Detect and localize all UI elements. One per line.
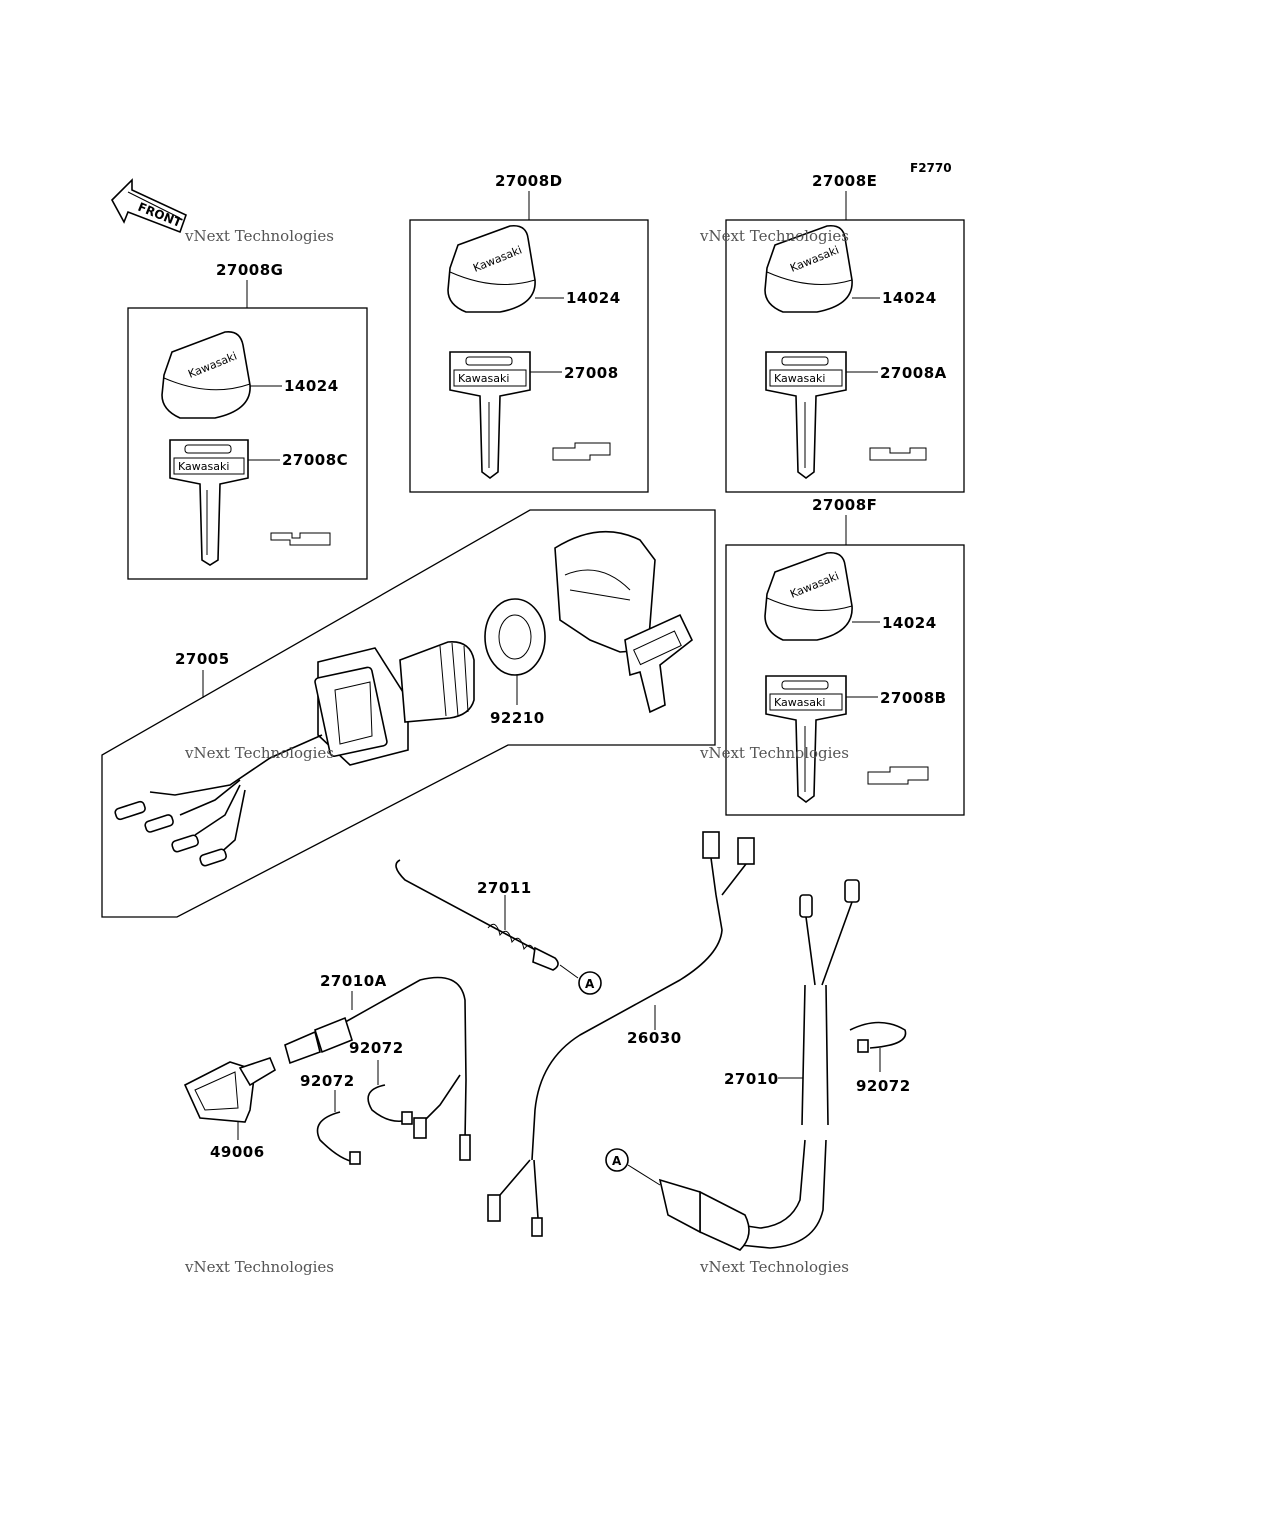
label-27005: 27005 xyxy=(175,650,230,668)
key-icon: Kawasaki xyxy=(765,675,847,803)
label-27010A: 27010A xyxy=(320,972,387,990)
front-arrow-icon: FRONT xyxy=(111,178,187,234)
brand-text: Kawasaki xyxy=(458,372,509,385)
label-27008B: 27008B xyxy=(880,689,947,707)
figure-code: F2770 xyxy=(910,161,952,175)
band-92072-mid xyxy=(367,1060,413,1125)
key-cap-icon: Kawasaki xyxy=(161,330,251,419)
brand-text: Kawasaki xyxy=(774,372,825,385)
svg-text:vNext Technologies: vNext Technologies xyxy=(184,1258,334,1276)
label-14024-f: 14024 xyxy=(882,614,937,632)
kit-27008E: 27008E Kawasaki 14024 Kawasaki 27008A xyxy=(725,172,965,493)
label-27010: 27010 xyxy=(724,1070,779,1088)
connector-icon xyxy=(114,800,227,867)
kit-27008G: 27008G Kawasaki 14024 Kawasaki 27008C xyxy=(127,261,368,580)
label-14024-g: 14024 xyxy=(284,377,339,395)
ref-A-1: A xyxy=(585,977,595,991)
kit-27008F: 27008F Kawasaki 14024 Kawasaki 27008B xyxy=(725,496,965,816)
label-27008F: 27008F xyxy=(812,496,877,514)
key-cap-icon: Kawasaki xyxy=(447,224,536,313)
label-14024-d: 14024 xyxy=(566,289,621,307)
svg-text:vNext Technologies: vNext Technologies xyxy=(699,1258,849,1276)
ref-A-2: A xyxy=(612,1154,622,1168)
label-92072-b: 92072 xyxy=(300,1072,355,1090)
kit-27008D: 27008D Kawasaki 14024 Kawasaki 27008 xyxy=(409,172,649,493)
switch-27010: 27010 A xyxy=(605,879,860,1251)
label-49006: 49006 xyxy=(210,1143,265,1161)
key-cap-icon: Kawasaki xyxy=(764,224,853,313)
key-cap-icon: Kawasaki xyxy=(764,551,853,641)
label-27008D: 27008D xyxy=(495,172,563,190)
cable-27011: 27011 A xyxy=(395,859,602,995)
label-92210: 92210 xyxy=(490,709,545,727)
label-27008E: 27008E xyxy=(812,172,877,190)
label-27008G: 27008G xyxy=(216,261,284,279)
key-icon: Kawasaki xyxy=(765,351,847,479)
label-92072-c: 92072 xyxy=(856,1077,911,1095)
switch-27010A: 27010A 92072 xyxy=(284,972,471,1161)
key-code-tag xyxy=(270,532,331,546)
label-27008: 27008 xyxy=(564,364,619,382)
key-icon: Kawasaki xyxy=(169,439,249,566)
label-26030: 26030 xyxy=(627,1029,682,1047)
label-14024-e: 14024 xyxy=(882,289,937,307)
key-code-tag xyxy=(552,442,611,461)
brand-text: Kawasaki xyxy=(774,696,825,709)
label-27008C: 27008C xyxy=(282,451,348,469)
label-92072-a: 92072 xyxy=(349,1039,404,1057)
ignition-switch-assembly: 27005 92210 xyxy=(101,509,716,918)
label-27011: 27011 xyxy=(477,879,532,897)
bracket-49006: 49006 xyxy=(183,1057,277,1161)
svg-text:vNext Technologies: vNext Technologies xyxy=(699,227,849,245)
svg-text:vNext Technologies: vNext Technologies xyxy=(184,227,334,245)
band-92072-left: 92072 xyxy=(300,1072,361,1165)
svg-text:vNext Technologies: vNext Technologies xyxy=(184,744,334,762)
brand-text: Kawasaki xyxy=(178,460,229,473)
key-code-tag xyxy=(869,447,927,461)
svg-text:vNext Technologies: vNext Technologies xyxy=(699,744,849,762)
band-92072-right: 92072 xyxy=(849,1021,911,1095)
key-code-tag xyxy=(867,766,929,785)
watermark: vNext Technologies vNext Technologies vN… xyxy=(184,227,849,1276)
key-icon: Kawasaki xyxy=(449,351,531,479)
harness-26030: 26030 xyxy=(487,831,755,1237)
label-27008A: 27008A xyxy=(880,364,947,382)
